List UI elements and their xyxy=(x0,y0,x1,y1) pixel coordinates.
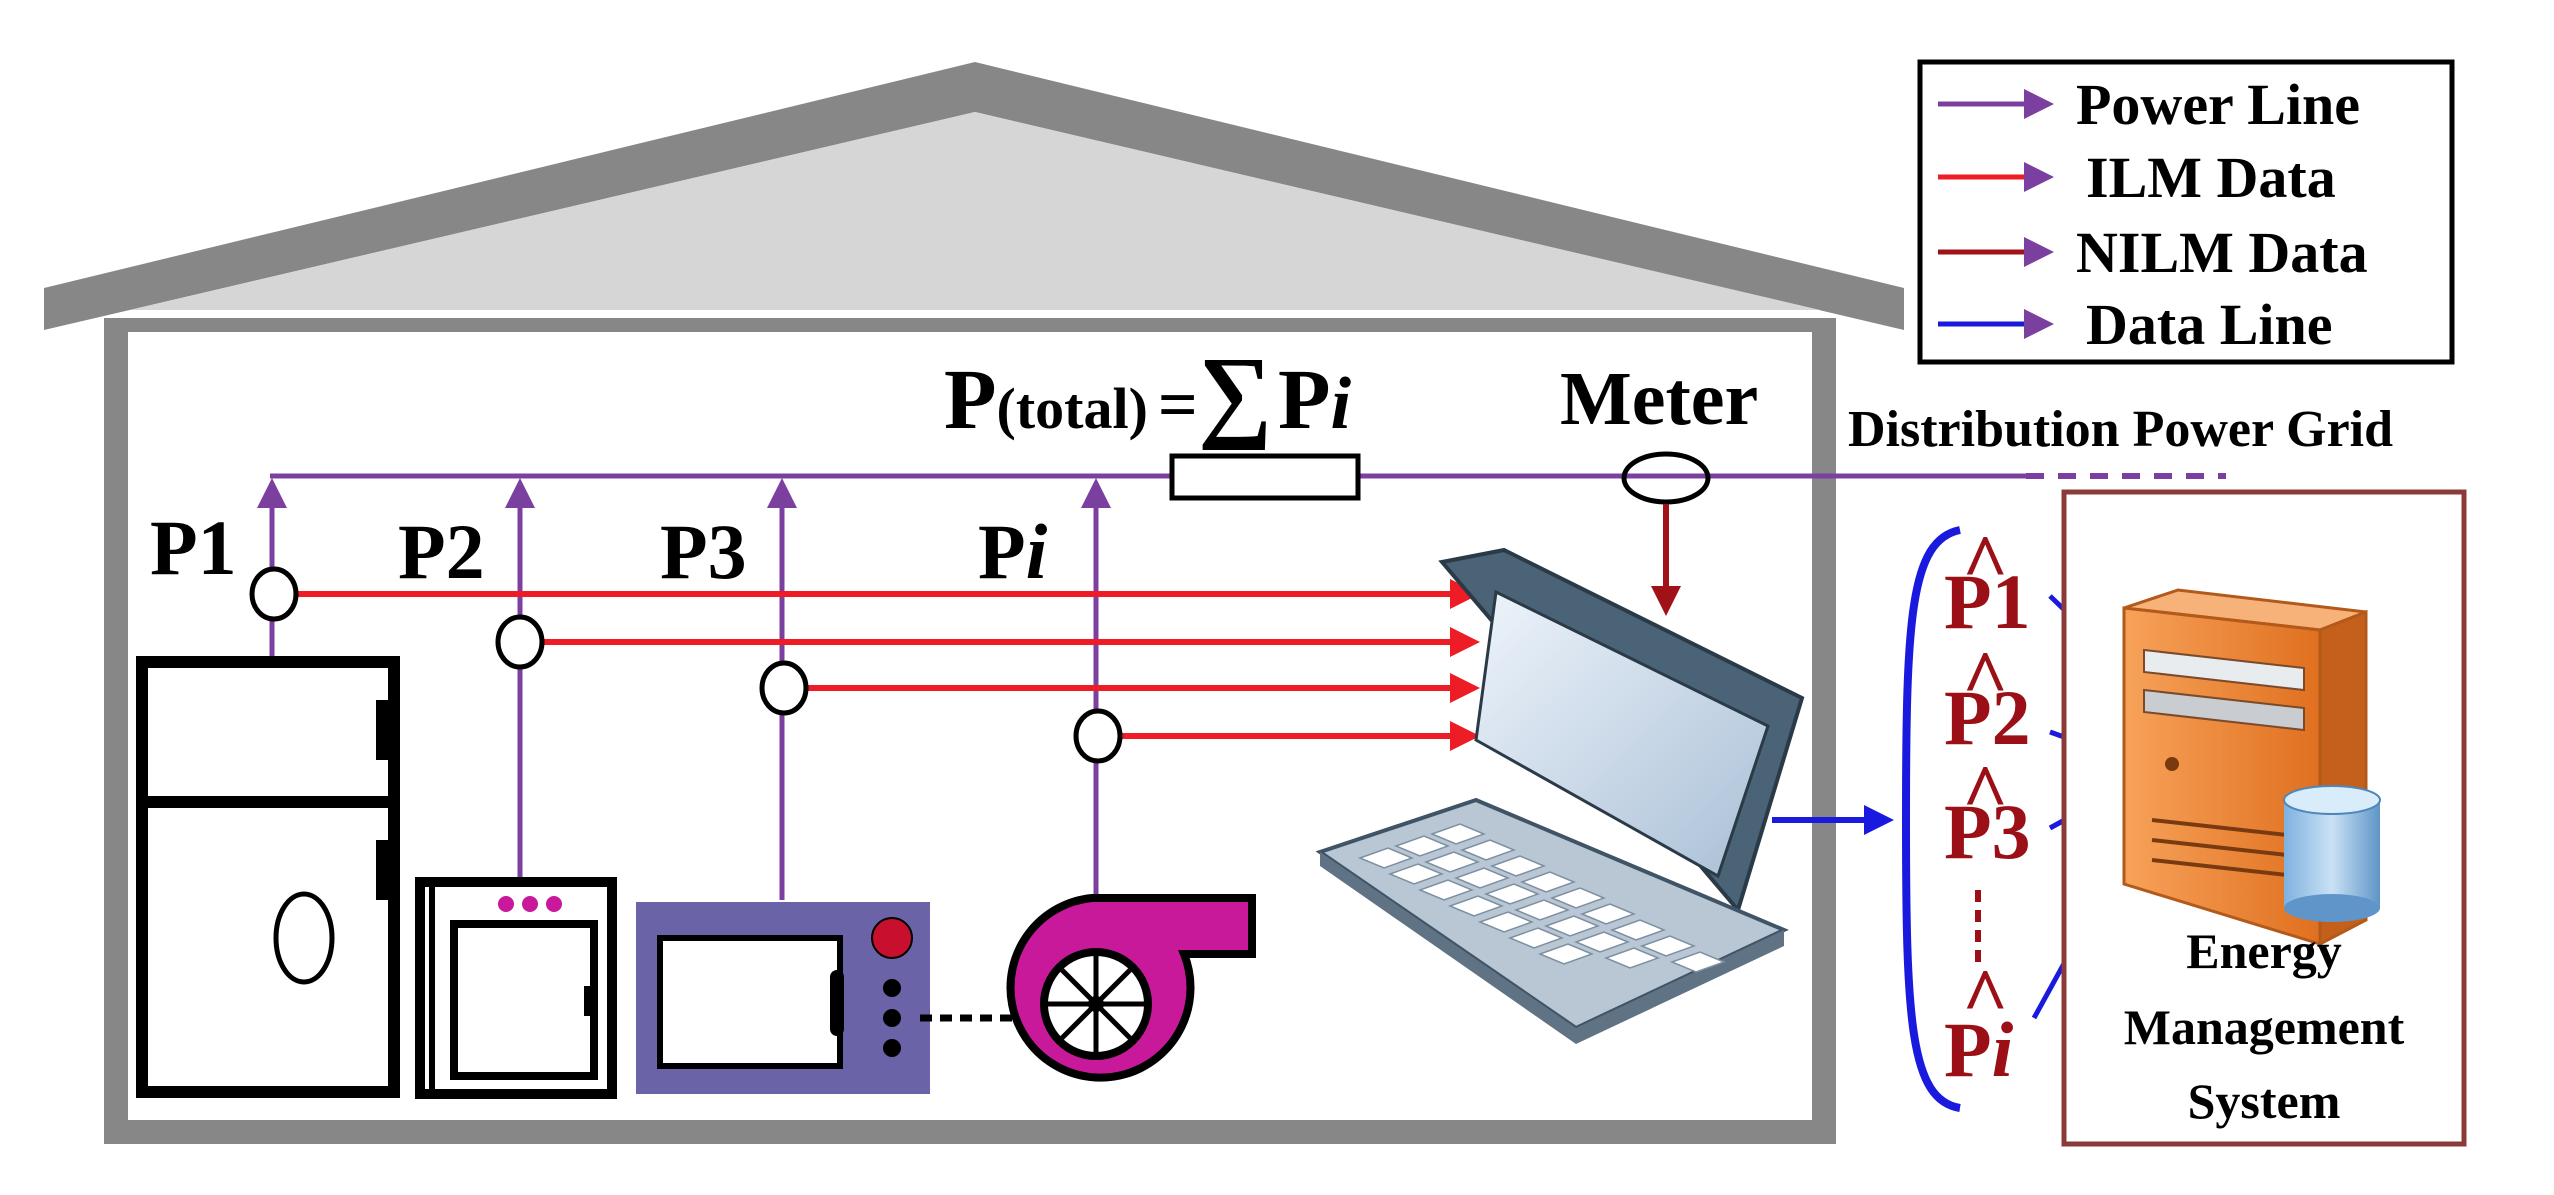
laptop-icon xyxy=(1315,547,1805,1044)
oven-icon xyxy=(415,877,617,1099)
house xyxy=(44,62,1904,1144)
fan-blower-icon xyxy=(1006,894,1256,1082)
legend-box xyxy=(1917,59,2455,365)
ems-label-line2: Management xyxy=(2124,999,2405,1055)
energy-management-system: Energy Management System xyxy=(2061,489,2467,1147)
roof-attic xyxy=(130,112,1820,310)
ilm-sensor-4 xyxy=(1073,708,1123,764)
house-floor xyxy=(104,1120,1836,1144)
legend-data-line-label: Data Line xyxy=(2086,292,2333,357)
ilm-sensor-1 xyxy=(249,566,299,622)
estimate-brace xyxy=(1901,526,1961,1112)
microwave-icon xyxy=(636,902,930,1094)
equation-sigma: ∑ xyxy=(1198,336,1272,451)
meter-label: Meter xyxy=(1560,357,1758,441)
load-label-pi: Pi xyxy=(978,508,1048,595)
refrigerator-icon xyxy=(136,656,400,1098)
ems-label-line1: Energy xyxy=(2186,923,2342,979)
estimate-p2: P2 xyxy=(1944,674,2031,761)
load-label-p3: P3 xyxy=(660,508,747,595)
database-icon xyxy=(2283,785,2381,922)
laptop-screen xyxy=(1474,589,1770,879)
equation-lhs-sub: (total) xyxy=(997,376,1148,441)
equation-lhs-main: P xyxy=(944,351,997,447)
ems-label-line3: System xyxy=(2188,1073,2341,1129)
legend-nilm-data-label: NILM Data xyxy=(2076,220,2368,285)
estimate-hat-1: ^ xyxy=(1962,520,2008,608)
legend: Power Line ILM Data NILM Data Data Line xyxy=(1917,59,2455,365)
legend-ilm-data-label: ILM Data xyxy=(2086,145,2336,210)
ilm-data-lines xyxy=(249,566,1480,764)
power-line-network xyxy=(257,451,2226,900)
estimated-powers: ^ P1 ^ P2 ^ P3 ^ Pi xyxy=(1944,520,2031,1093)
ilm-sensor-3 xyxy=(759,660,809,716)
estimate-hat-4: ^ xyxy=(1962,954,2008,1042)
estimate-hat-3: ^ xyxy=(1962,750,2008,838)
total-power-equation: P(total)=∑Pi xyxy=(944,336,1352,451)
load-label-p2: P2 xyxy=(398,508,485,595)
ilm-sensor-2 xyxy=(495,614,545,670)
distribution-grid-label: Distribution Power Grid xyxy=(1848,401,2393,458)
equation-rhs-main: P xyxy=(1278,351,1331,447)
house-ceiling xyxy=(104,318,1836,332)
legend-power-line-label: Power Line xyxy=(2076,72,2360,137)
estimate-hat-2: ^ xyxy=(1962,636,2008,724)
laptop-keyboard xyxy=(1357,823,1727,973)
load-label-p1: P1 xyxy=(150,504,237,591)
estimate-p1: P1 xyxy=(1944,558,2031,645)
house-wall-right xyxy=(1812,318,1836,1144)
estimate-pi: Pi xyxy=(1944,1006,2014,1093)
svg-text:P(total)=∑Pi: P(total)=∑Pi xyxy=(944,336,1352,451)
bus-resistor xyxy=(1169,453,1361,501)
equation-equals: = xyxy=(1158,367,1198,444)
house-wall-left xyxy=(104,318,128,1144)
estimate-p3: P3 xyxy=(1944,788,2031,875)
meter-sensor xyxy=(1621,451,1711,505)
laptop-base-edge xyxy=(1320,852,1784,1044)
equation-rhs-sub: i xyxy=(1331,363,1352,445)
